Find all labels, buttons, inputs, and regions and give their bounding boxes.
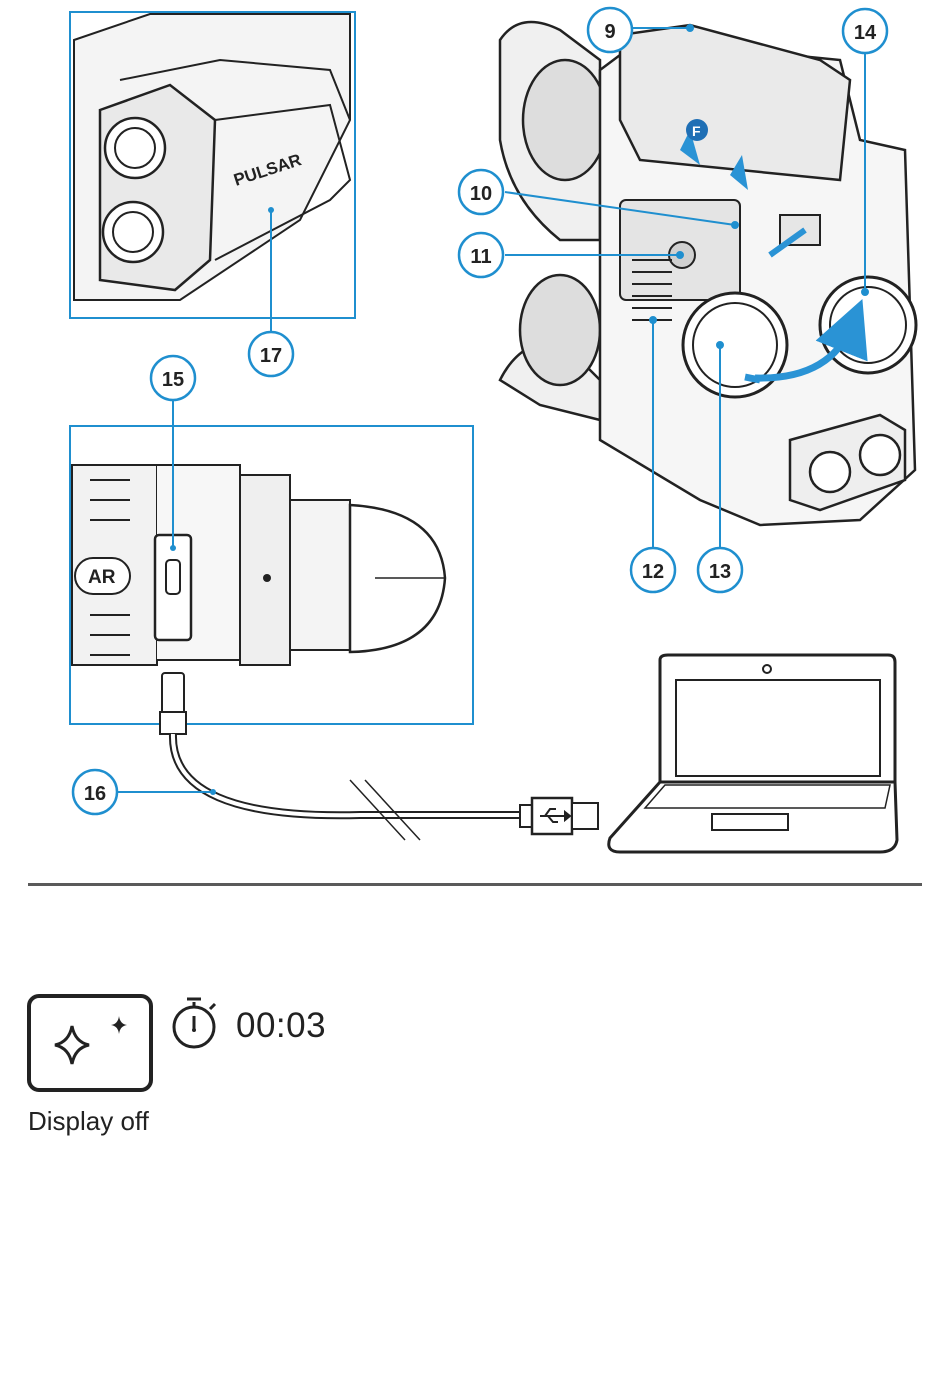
callout-9: 9 (588, 8, 632, 52)
callout-number: 13 (709, 561, 731, 583)
rangefinder-inset: PULSAR (70, 12, 355, 336)
section-divider (28, 883, 922, 886)
stopwatch-icon (170, 994, 222, 1052)
callout-14: 14 (843, 9, 887, 53)
laptop-icon (609, 655, 897, 852)
device-badge: F (692, 123, 701, 139)
usb-port-inset: AR (70, 400, 473, 724)
callout-number: 17 (260, 345, 282, 367)
callout-13: 13 (698, 548, 742, 592)
callout-number: 15 (162, 369, 184, 391)
timer-value: 00:03 (236, 1006, 326, 1046)
callout-16: 16 (73, 770, 117, 814)
usb-port-brand-text: AR (88, 567, 116, 588)
mode-label: Display off (28, 1106, 149, 1137)
callout-17: 17 (249, 332, 293, 376)
callout-15: 15 (151, 356, 195, 400)
callout-number: 16 (84, 783, 106, 805)
callout-10: 10 (459, 170, 503, 214)
sparkle-icon (27, 994, 153, 1092)
callout-number: 11 (470, 246, 491, 268)
callout-number: 12 (642, 561, 664, 583)
binocular-device: F (500, 22, 916, 525)
callout-11: 11 (459, 233, 503, 277)
callout-number: 10 (470, 183, 492, 205)
callout-12: 12 (631, 548, 675, 592)
device-diagram: PULSAR F (0, 0, 950, 870)
callout-number: 14 (854, 22, 877, 44)
callout-number: 9 (604, 21, 615, 43)
